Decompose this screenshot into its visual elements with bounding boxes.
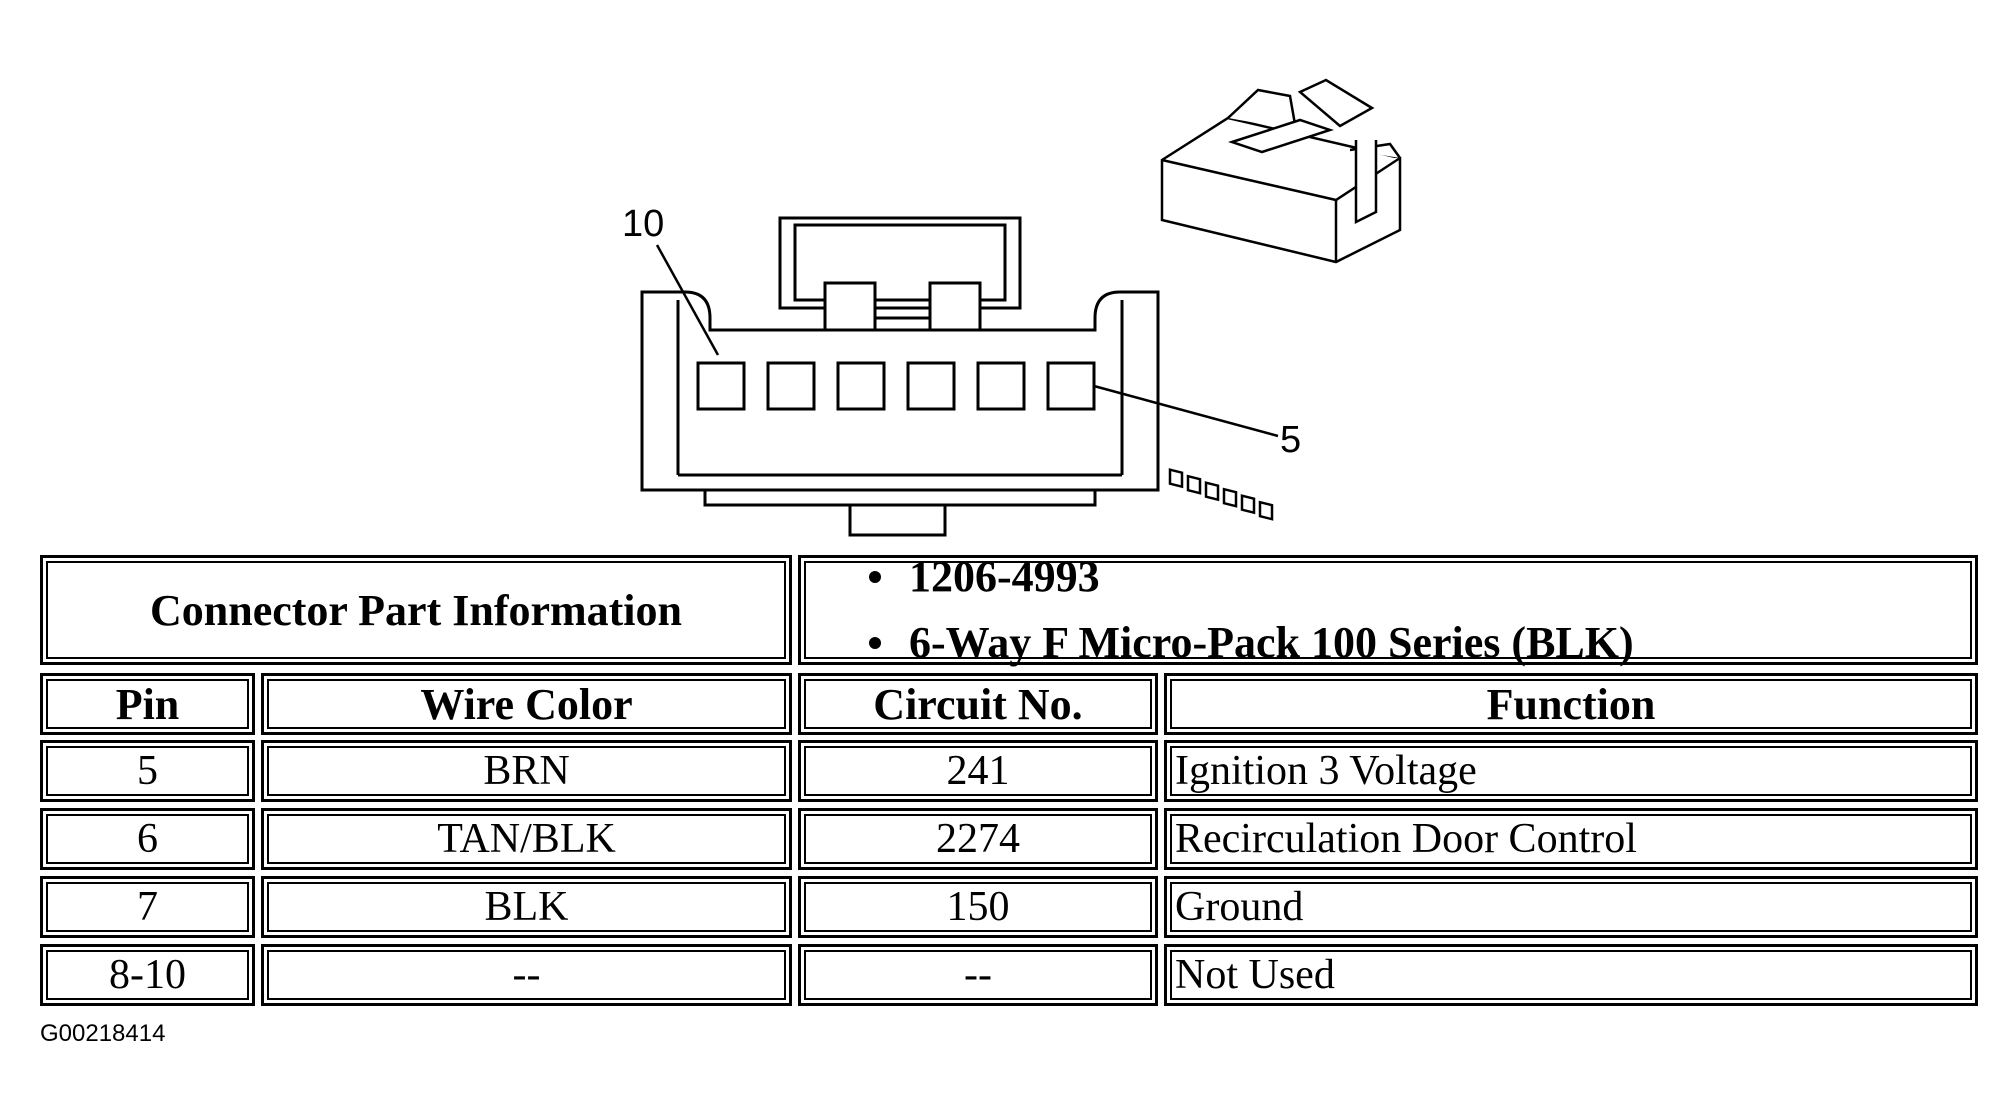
connector-latch — [778, 216, 1022, 310]
table-cell-function: Not Used — [1164, 944, 1978, 1006]
table-cell-circuit: 241 — [798, 740, 1158, 802]
table-cell-wire-color: BLK — [261, 876, 792, 938]
table-cell-pin: 5 — [40, 740, 255, 802]
callout-leader-5 — [1093, 384, 1279, 438]
connector-info-item: 6-Way F Micro-Pack 100 Series (BLK) — [869, 610, 1975, 676]
connector-info-label: Connector Part Information — [40, 555, 792, 665]
connector-body — [640, 290, 1160, 492]
table-cell-pin: 6 — [40, 808, 255, 870]
pin-cavity — [1046, 361, 1096, 411]
pin-cavity — [906, 361, 956, 411]
connector-diagram: 10 5 — [622, 78, 1402, 537]
pin-cavity — [976, 361, 1026, 411]
table-cell-function: Ground — [1164, 876, 1978, 938]
table-cell-pin: 7 — [40, 876, 255, 938]
connector-iso-view — [1160, 78, 1402, 521]
figure-id: G00218414 — [40, 1020, 166, 1047]
header-function: Function — [1164, 673, 1978, 735]
table-cell-circuit: -- — [798, 944, 1158, 1006]
table-cell-pin: 8-10 — [40, 944, 255, 1006]
callout-pin-10: 10 — [622, 203, 664, 245]
callout-leader-10 — [655, 244, 720, 356]
pin-cavity — [766, 361, 816, 411]
header-wire-color: Wire Color — [261, 673, 792, 735]
table-cell-wire-color: -- — [261, 944, 792, 1006]
table-cell-circuit: 150 — [798, 876, 1158, 938]
table-cell-function: Ignition 3 Voltage — [1164, 740, 1978, 802]
connector-info-item: 1206-4993 — [869, 544, 1975, 610]
table-cell-function: Recirculation Door Control — [1164, 808, 1978, 870]
header-pin: Pin — [40, 673, 255, 735]
connector-info-list: 1206-4993 6-Way F Micro-Pack 100 Series … — [798, 552, 1978, 667]
table-cell-wire-color: TAN/BLK — [261, 808, 792, 870]
table-cell-wire-color: BRN — [261, 740, 792, 802]
table-cell-circuit: 2274 — [798, 808, 1158, 870]
header-circuit-no: Circuit No. — [798, 673, 1158, 735]
pin-cavity — [836, 361, 886, 411]
bullet-icon — [869, 637, 881, 649]
bullet-icon — [869, 571, 881, 583]
callout-pin-5: 5 — [1280, 419, 1301, 461]
pin-cavity — [696, 361, 746, 411]
